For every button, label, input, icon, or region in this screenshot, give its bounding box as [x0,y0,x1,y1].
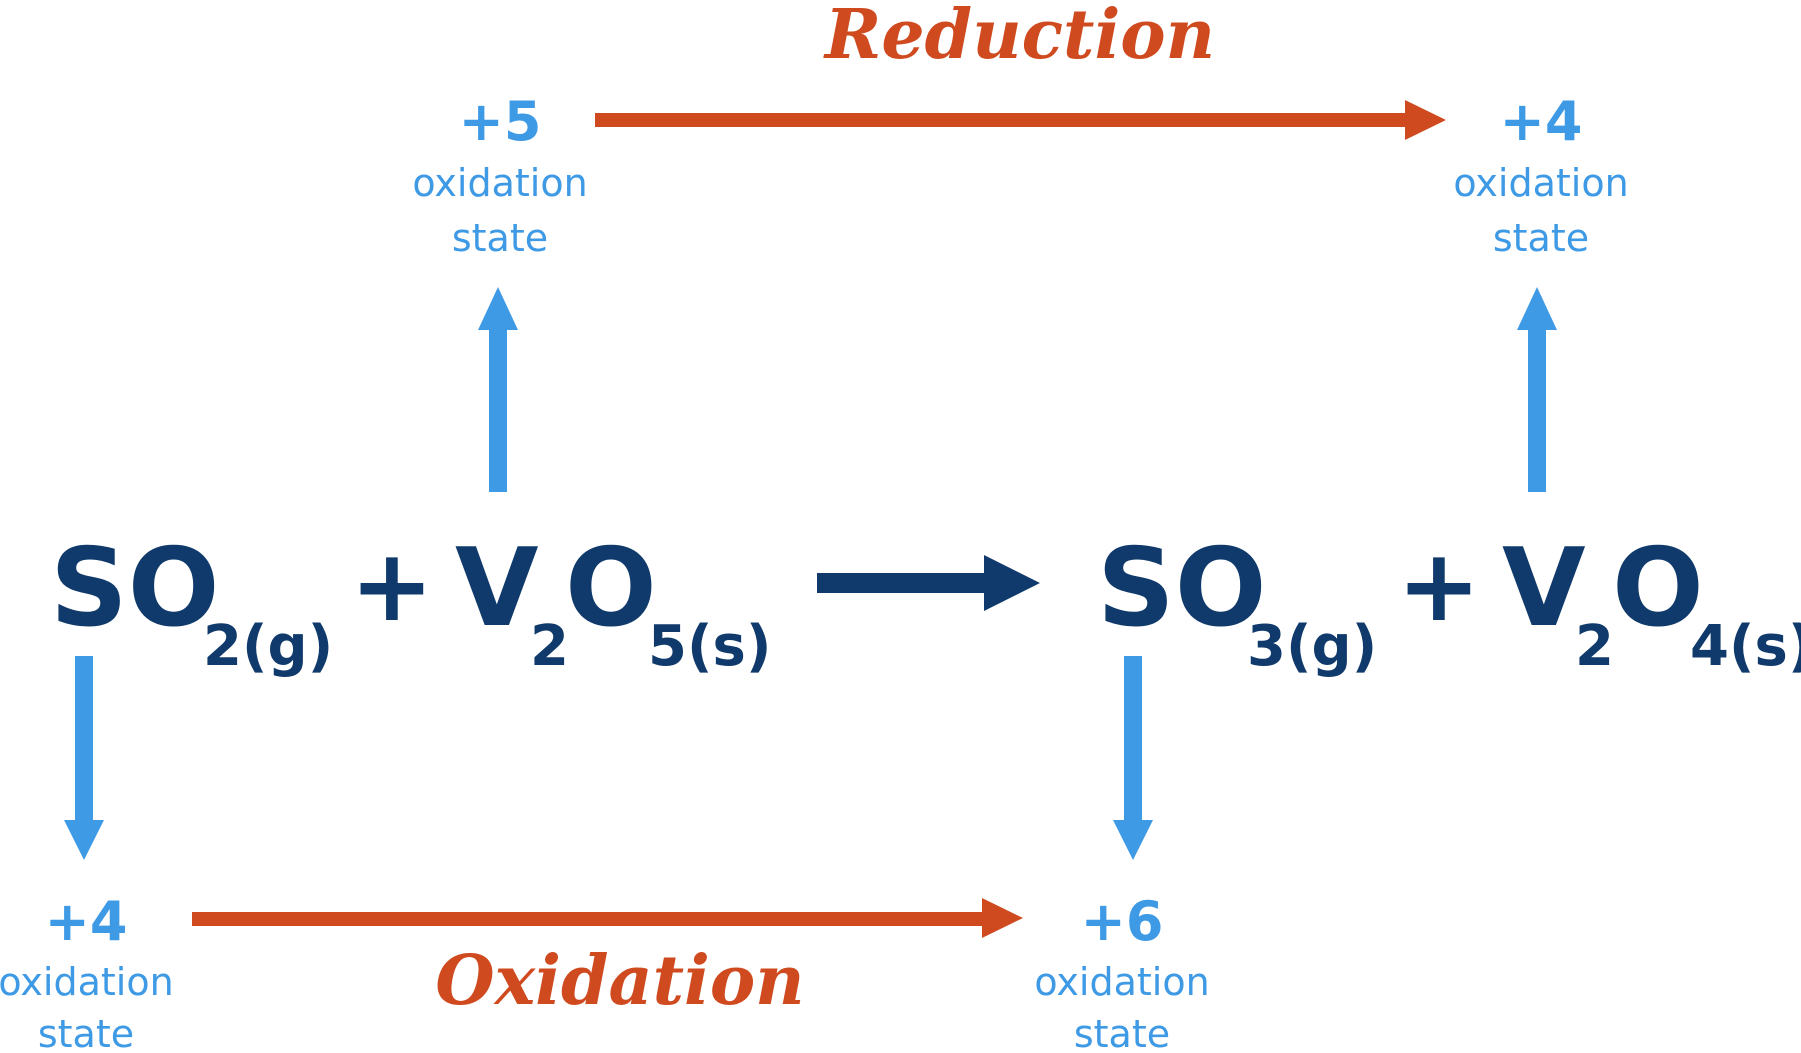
v2o5-o: O [565,526,657,651]
reduction-arrow [595,100,1446,140]
arrow-down-so3 [1113,656,1153,860]
state-v2o5: +5 oxidation state [412,90,587,260]
arrow-up-v2o4 [1517,287,1557,492]
plus-sign-left: + [350,527,434,644]
state-so3: +6 oxidation state [1034,890,1209,1053]
state-so2: +4 oxidation state [0,890,174,1053]
v2o4-o: O [1612,526,1704,651]
state-so3-line1: oxidation [1034,960,1209,1004]
v2o4-sub-4s: 4(s) [1690,614,1801,679]
state-so2-line1: oxidation [0,960,174,1004]
so2-formula: SO [50,526,220,651]
equation: SO 2(g) + V 2 O 5(s) SO 3(g) + V 2 O 4(s… [50,526,1801,679]
arrow-down-so2 [64,656,104,860]
arrow-up-v2o5 [478,287,518,492]
state-v2o5-line2: state [452,216,548,260]
v2o4-sub-2: 2 [1575,614,1614,679]
so2-subscript: 2(g) [203,614,333,679]
v2o5-sub-2: 2 [530,614,569,679]
state-v2o4-value: +4 [1500,90,1583,153]
state-v2o5-value: +5 [459,90,542,153]
reduction-label: Reduction [823,0,1215,75]
v2o4-v: V [1502,526,1586,651]
state-v2o5-line1: oxidation [412,161,587,205]
state-v2o4-line2: state [1493,216,1589,260]
reaction-arrow [817,555,1040,611]
state-so2-line2: state [38,1012,134,1053]
state-so3-line2: state [1074,1012,1170,1053]
state-v2o4-line1: oxidation [1453,161,1628,205]
plus-sign-right: + [1397,527,1481,644]
so3-formula: SO [1097,526,1267,651]
oxidation-label: Oxidation [435,941,804,1021]
state-so2-value: +4 [45,890,128,953]
state-so3-value: +6 [1081,890,1164,953]
v2o5-sub-5s: 5(s) [648,614,771,679]
v2o5-v: V [455,526,539,651]
oxidation-arrow [192,898,1023,938]
state-v2o4: +4 oxidation state [1453,90,1628,260]
so3-subscript: 3(g) [1247,614,1377,679]
